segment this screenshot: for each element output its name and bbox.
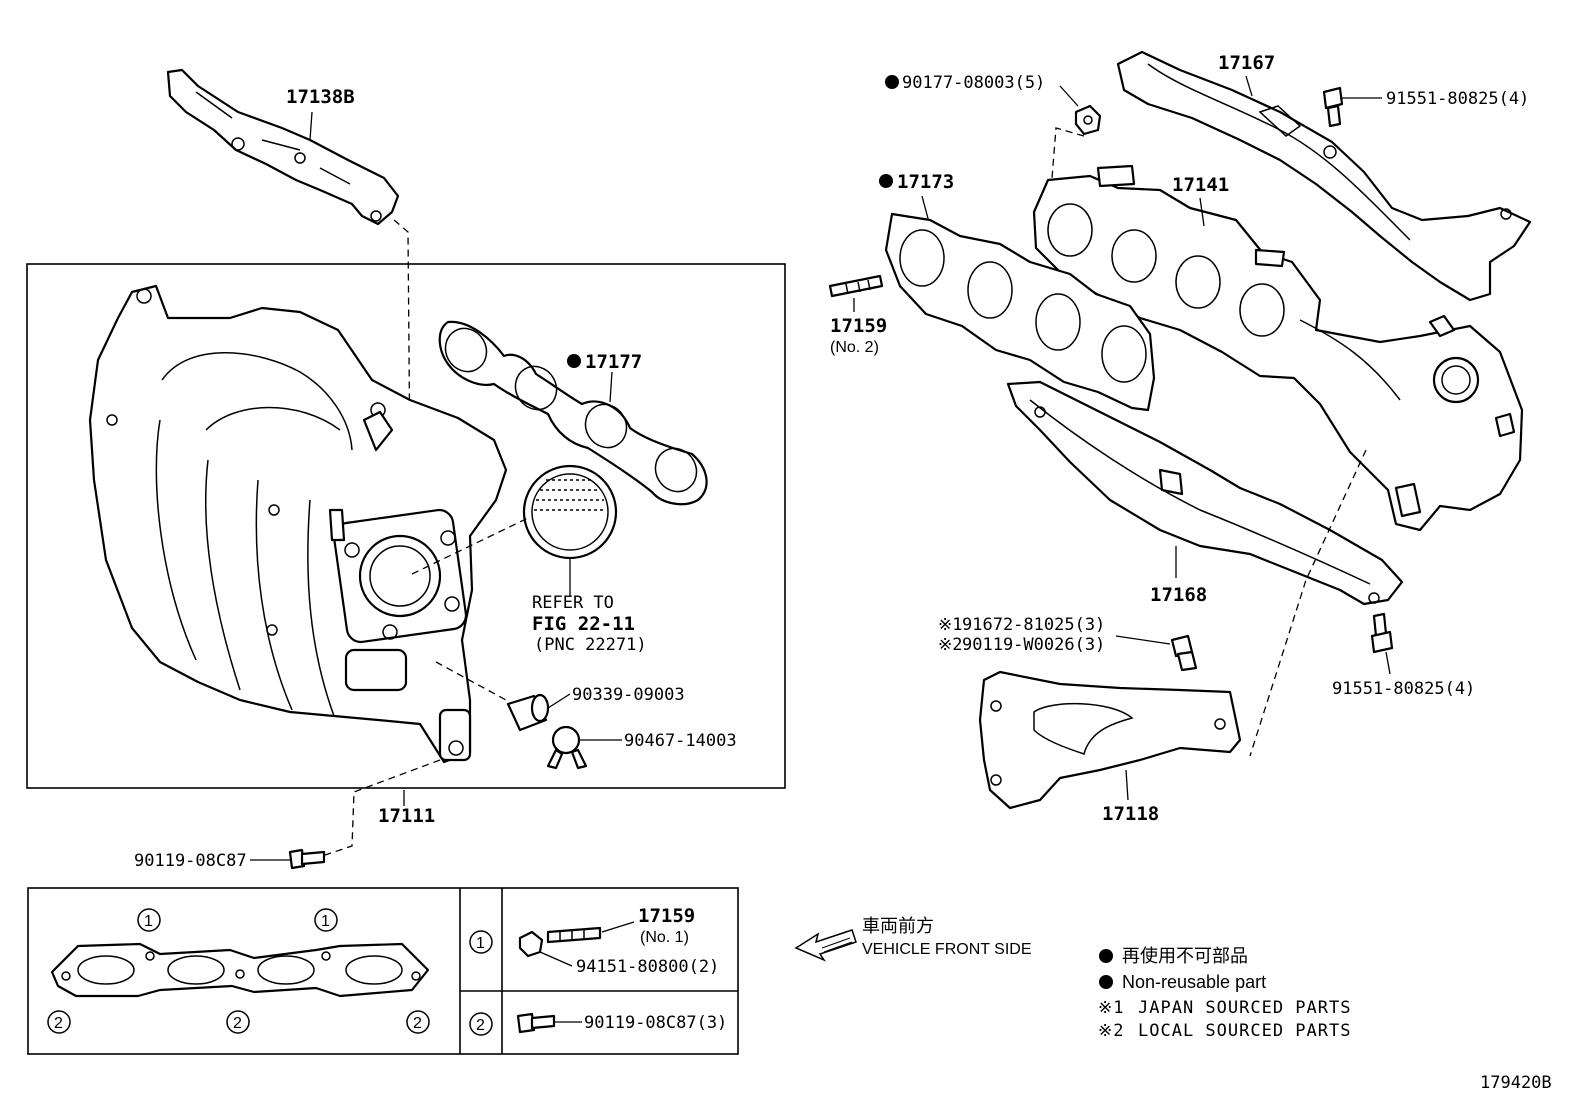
circled-number-icon: 2 bbox=[469, 1012, 493, 1036]
legend-nonreusable-en: Non-reusable part bbox=[1122, 972, 1266, 992]
legend-note2-mark: ※2 bbox=[1098, 1021, 1124, 1041]
leader-17177 bbox=[609, 371, 613, 403]
leader-90339 bbox=[547, 693, 571, 709]
circled-number-icon: 2 bbox=[47, 1010, 71, 1034]
refer-text-2: FIG 22-11 bbox=[532, 613, 635, 635]
gasket-plate bbox=[50, 942, 430, 998]
refer-text-3: (PNC 22271) bbox=[534, 635, 647, 655]
dash-17138B bbox=[393, 219, 411, 471]
dash-bolt bbox=[321, 759, 441, 857]
leader-94151 bbox=[539, 951, 573, 967]
bracket-17138B bbox=[166, 68, 400, 226]
label-17159-no1: 17159 bbox=[638, 905, 695, 927]
label-17159-no2-sub: (No. 2) bbox=[830, 339, 879, 356]
label-17177: 17177 bbox=[585, 351, 642, 373]
plug-90339-09003 bbox=[506, 693, 550, 732]
leader-17141 bbox=[1199, 197, 1205, 227]
label-17173: 17173 bbox=[897, 171, 954, 193]
circled-number-icon: 2 bbox=[406, 1010, 430, 1034]
label-17111: 17111 bbox=[378, 805, 435, 827]
dash-plug bbox=[435, 661, 507, 701]
leader-17138B bbox=[309, 111, 313, 141]
dash-nut bbox=[1051, 127, 1085, 179]
note-mark-1: ※1 bbox=[938, 615, 962, 635]
label-17141: 17141 bbox=[1172, 174, 1229, 196]
label-91551-80825-bottom: 91551-80825(4) bbox=[1332, 679, 1475, 699]
label-17168: 17168 bbox=[1150, 584, 1207, 606]
throttle-gasket bbox=[522, 464, 618, 560]
clip-90467-14003 bbox=[546, 725, 588, 770]
leader-17159-no1 bbox=[601, 921, 635, 933]
circled-number-icon: 1 bbox=[469, 930, 493, 954]
label-90119-08C87: 90119-08C87 bbox=[134, 851, 247, 871]
svg-text:1: 1 bbox=[321, 913, 330, 930]
dash-throttle bbox=[411, 517, 529, 575]
bolt-90119-08C87 bbox=[288, 848, 326, 870]
bolt-90119-08C87-row2 bbox=[516, 1012, 556, 1034]
leader-17167 bbox=[1245, 75, 1253, 97]
figure-id: 179420B bbox=[1480, 1073, 1552, 1093]
stud-17159-no1 bbox=[518, 926, 602, 958]
bracket-17118 bbox=[978, 670, 1242, 810]
bullet-dot-icon bbox=[1099, 975, 1113, 989]
circled-number-icon: 1 bbox=[314, 908, 338, 932]
legend-note2: LOCAL SOURCED PARTS bbox=[1138, 1021, 1351, 1041]
leader-91551-bottom bbox=[1385, 651, 1391, 675]
legend-note1: JAPAN SOURCED PARTS bbox=[1138, 998, 1351, 1018]
bolt-91551-80825-top bbox=[1322, 86, 1344, 128]
label-90467-14003: 90467-14003 bbox=[624, 731, 737, 751]
bullet-dot-icon bbox=[567, 354, 581, 368]
label-90119-08C87-row2: 90119-08C87(3) bbox=[584, 1013, 727, 1033]
legend-note1-mark: ※1 bbox=[1098, 998, 1124, 1018]
svg-text:2: 2 bbox=[233, 1015, 242, 1032]
vehicle-front-jp: 車両前方 bbox=[862, 916, 934, 936]
note-mark-2: ※2 bbox=[938, 635, 962, 655]
svg-text:2: 2 bbox=[413, 1015, 422, 1032]
label-91672-81025: 91672-81025(3) bbox=[962, 615, 1105, 635]
gasket-detail-box bbox=[27, 887, 739, 1055]
label-17138B: 17138B bbox=[286, 86, 355, 108]
label-90119-W0026: 90119-W0026(3) bbox=[962, 635, 1105, 655]
bolt-91551-80825-bottom bbox=[1370, 612, 1394, 654]
vehicle-front-en: VEHICLE FRONT SIDE bbox=[862, 941, 1032, 958]
svg-text:1: 1 bbox=[476, 935, 485, 952]
vehicle-front-arrow-icon bbox=[794, 929, 857, 962]
refer-text-1: REFER TO bbox=[532, 593, 614, 613]
legend-nonreusable-jp: 再使用不可部品 bbox=[1122, 946, 1248, 966]
label-94151-80800: 94151-80800(2) bbox=[576, 957, 719, 977]
label-17159-no2: 17159 bbox=[830, 315, 887, 337]
bullet-dot-icon bbox=[879, 174, 893, 188]
svg-text:1: 1 bbox=[144, 913, 153, 930]
bolt-bracket bbox=[1170, 634, 1198, 672]
leader-bracket-bolt bbox=[1115, 635, 1171, 645]
nut-90177-08003 bbox=[1074, 104, 1102, 136]
bullet-dot-icon bbox=[1099, 949, 1113, 963]
intake-manifold-17111 bbox=[88, 284, 508, 764]
manifold-group-frame bbox=[26, 263, 786, 789]
svg-text:2: 2 bbox=[54, 1015, 63, 1032]
bullet-dot-icon bbox=[885, 75, 899, 89]
circled-number-icon: 1 bbox=[137, 908, 161, 932]
exhaust-manifold-17141 bbox=[1032, 164, 1524, 532]
svg-text:2: 2 bbox=[476, 1017, 485, 1034]
stud-17159-no2 bbox=[828, 274, 884, 298]
gasket-17173 bbox=[884, 212, 1156, 412]
label-17118: 17118 bbox=[1102, 803, 1159, 825]
label-91551-80825-top: 91551-80825(4) bbox=[1386, 89, 1529, 109]
heat-insulator-17167 bbox=[1116, 50, 1532, 302]
heat-insulator-17168 bbox=[1006, 380, 1404, 606]
label-90177-08003: 90177-08003(5) bbox=[902, 73, 1045, 93]
label-90339-09003: 90339-09003 bbox=[572, 685, 685, 705]
circled-number-icon: 2 bbox=[226, 1010, 250, 1034]
gasket-17177 bbox=[438, 320, 708, 506]
leader-17118 bbox=[1125, 769, 1129, 801]
dash-bracket bbox=[1249, 449, 1367, 757]
label-17159-no1-sub: (No. 1) bbox=[640, 929, 689, 946]
label-17167: 17167 bbox=[1218, 52, 1275, 74]
leader-90177 bbox=[1059, 85, 1079, 107]
